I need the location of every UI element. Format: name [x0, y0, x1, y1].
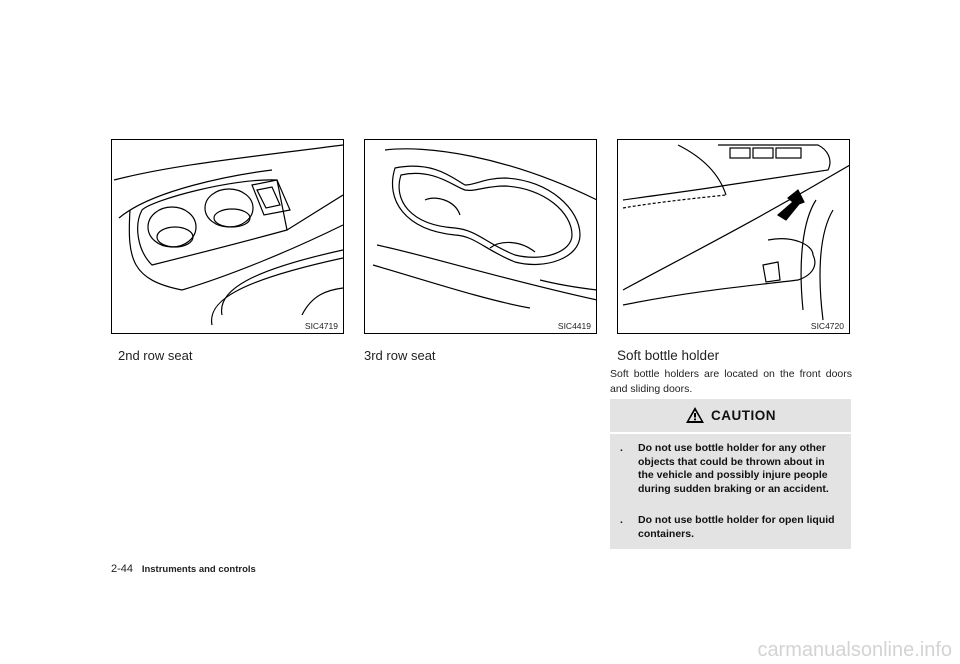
bullet-marker: .	[620, 442, 623, 454]
caution-item-text: Do not use bottle holder for open liquid…	[638, 514, 835, 540]
watermark: carmanualsonline.info	[757, 639, 952, 661]
footer-section-title: Instruments and controls	[141, 564, 256, 575]
figure-2nd-row-seat: SIC4719	[111, 139, 344, 334]
figure-caption: 3rd row seat	[364, 348, 436, 363]
caution-body: . Do not use bottle holder for any other…	[610, 432, 851, 549]
door-bottle-holder-illustration	[622, 144, 849, 321]
figure-caption: 2nd row seat	[118, 348, 193, 363]
figure-code: SIC4720	[809, 321, 845, 331]
figure-code: SIC4419	[556, 321, 592, 331]
figure-code: SIC4719	[303, 321, 339, 331]
caution-box: CAUTION . Do not use bottle holder for a…	[610, 399, 851, 549]
section-body: Soft bottle holders are located on the f…	[610, 368, 852, 395]
caution-header: CAUTION	[610, 399, 851, 431]
caution-item-text: Do not use bottle holder for any other o…	[638, 442, 829, 495]
page-footer: 2-44 Instruments and controls	[111, 563, 256, 575]
figure-3rd-row-seat: SIC4419	[364, 139, 597, 334]
cupholder-console-illustration	[113, 144, 343, 326]
page-number: 2-44	[111, 563, 134, 575]
warning-triangle-icon	[686, 407, 704, 423]
bullet-marker: .	[620, 514, 623, 526]
caution-title: CAUTION	[711, 407, 776, 423]
cupholder-recess-illustration	[372, 148, 596, 309]
figure-soft-bottle-holder: SIC4720	[617, 139, 850, 334]
section-heading: Soft bottle holder	[617, 348, 720, 363]
